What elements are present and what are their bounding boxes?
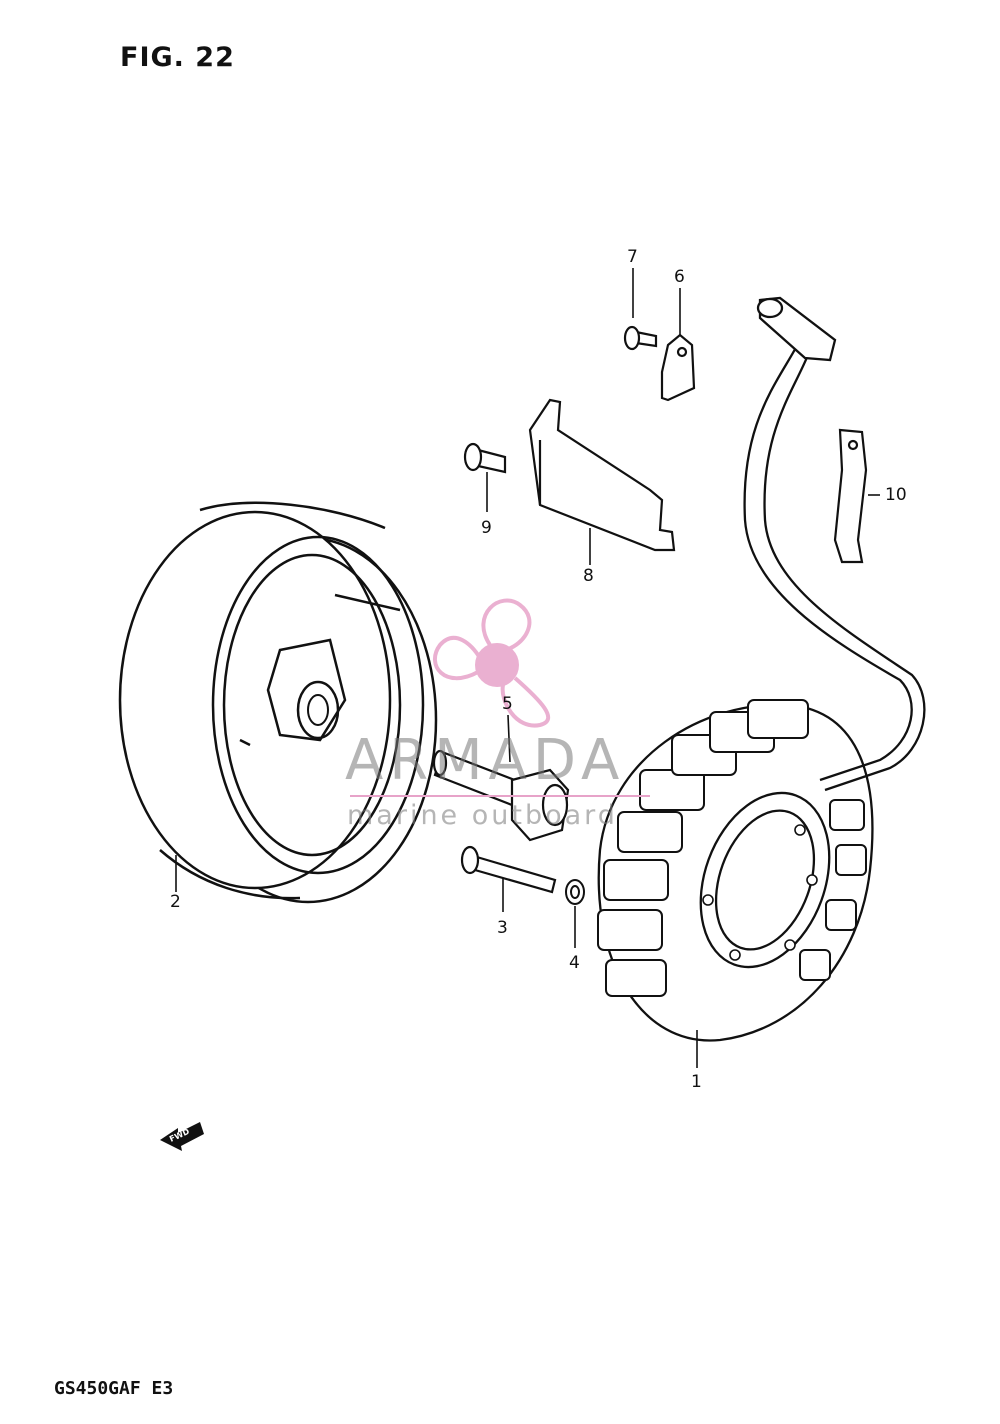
- rotor-drawing: [118, 501, 438, 904]
- part-label-6: 6: [674, 267, 685, 287]
- propeller-logo-icon: [433, 598, 551, 728]
- figure-title: FIG. 22: [120, 42, 235, 73]
- guide-plate-drawing: [528, 398, 676, 552]
- screw-3-drawing: [460, 845, 557, 894]
- part-label-8: 8: [583, 566, 594, 586]
- watermark-name: ARMADA: [345, 728, 626, 793]
- lead-wire-drawing: [743, 296, 926, 792]
- watermark-subtitle: marine outboard: [347, 800, 618, 831]
- part-label-9: 9: [481, 518, 492, 538]
- screw-7-drawing: [623, 325, 658, 351]
- leader-lines: [175, 268, 880, 1068]
- part-label-7: 7: [627, 247, 638, 267]
- stator-drawing: [597, 699, 874, 1042]
- washer-drawing: [565, 879, 585, 905]
- clamp-6-drawing: [660, 333, 696, 402]
- bolt-drawing: [432, 749, 570, 842]
- part-label-2: 2: [170, 892, 181, 912]
- model-code: GS450GAF E3: [54, 1378, 174, 1399]
- screw-9-drawing: [463, 442, 507, 474]
- clamp-10-drawing: [833, 428, 868, 564]
- part-label-10: 10: [885, 485, 907, 505]
- part-label-3: 3: [497, 918, 508, 938]
- part-label-1: 1: [691, 1072, 702, 1092]
- fwd-arrow-icon: FWD: [160, 1122, 204, 1151]
- part-label-4: 4: [569, 953, 580, 973]
- part-label-5: 5: [502, 694, 513, 714]
